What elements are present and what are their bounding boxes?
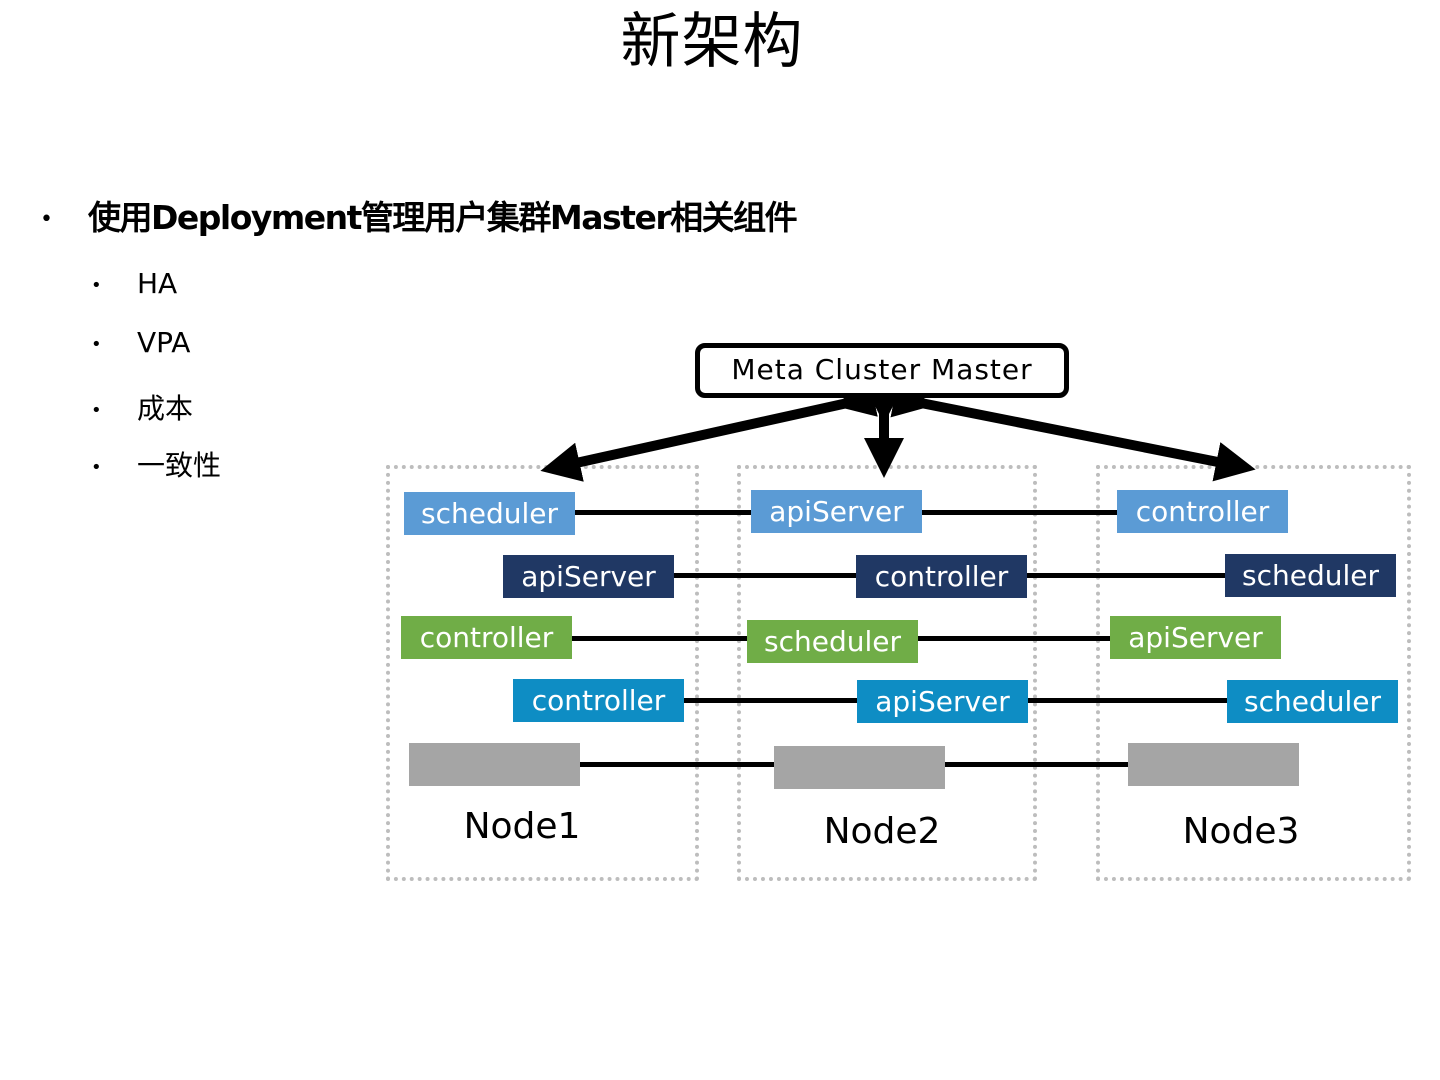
node2-label: Node2	[823, 811, 941, 852]
arrow-master-node1	[540, 377, 878, 482]
node1-apiserver: apiServer	[503, 555, 674, 598]
node3-scheduler: scheduler	[1225, 554, 1396, 597]
node3-apiserver: apiServer	[1110, 616, 1281, 659]
node3-label: Node3	[1182, 811, 1300, 852]
sub-bullet-ha: HA	[137, 267, 178, 300]
node1-placeholder	[409, 743, 580, 786]
node1-label: Node1	[463, 806, 581, 847]
node3-placeholder	[1128, 743, 1299, 786]
node2-scheduler: scheduler	[747, 620, 918, 663]
arrow-master-node3	[890, 378, 1256, 482]
node2-apiserver: apiServer	[751, 490, 922, 533]
node1-controller: controller	[513, 679, 684, 722]
slide-title: 新架构	[620, 7, 804, 77]
node1-controller: controller	[401, 616, 572, 659]
node1-scheduler: scheduler	[404, 492, 575, 535]
sub-bullet-cost: 成本	[137, 392, 194, 425]
node3-controller: controller	[1117, 490, 1288, 533]
bullet-marker: •	[91, 275, 102, 296]
bullet-marker: •	[91, 457, 102, 478]
bullet-marker: •	[91, 334, 102, 355]
sub-bullet-consistency: 一致性	[137, 449, 222, 482]
bullet-marker: •	[40, 207, 53, 232]
main-bullet-text: 使用Deployment管理用户集群Master相关组件	[88, 198, 798, 237]
meta-cluster-master-box: Meta Cluster Master	[695, 343, 1069, 398]
bullet-marker: •	[91, 400, 102, 421]
node2-placeholder	[774, 746, 945, 789]
node2-apiserver: apiServer	[857, 680, 1028, 723]
sub-bullet-vpa: VPA	[137, 326, 191, 359]
node3-scheduler: scheduler	[1227, 680, 1398, 723]
node2-controller: controller	[856, 555, 1027, 598]
